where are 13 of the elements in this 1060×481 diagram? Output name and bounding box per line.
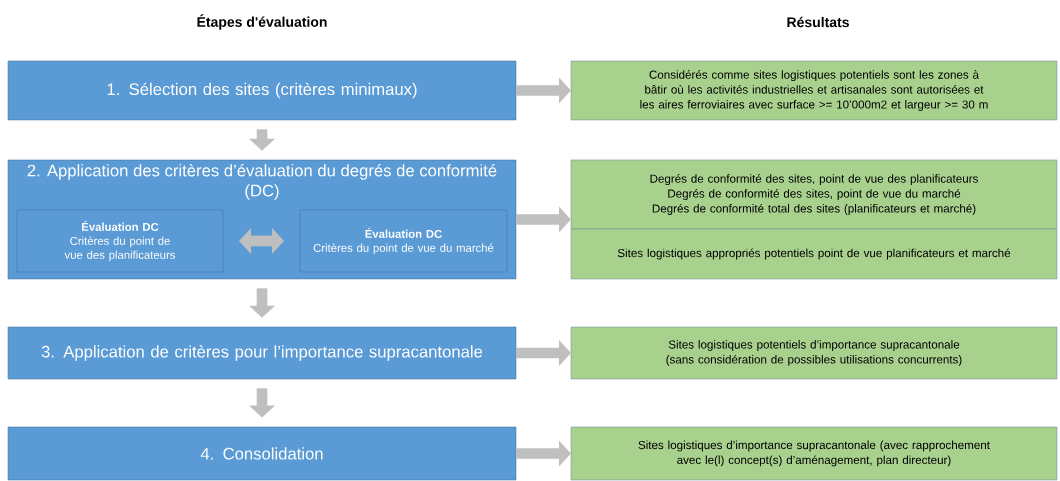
result-box: Degrés de conformité des sites, point de vue des planificateurs Degrés de conformité des sites, point de vue du marché Degrés de conformité total des sites (planificateurs et marché) (570, 159, 1058, 230)
column-heading: Résultats (787, 16, 849, 28)
block-arrow (239, 227, 284, 254)
column-heading: Étapes d'évaluation (197, 14, 327, 30)
step-box: 3. Application de critères pour l’importance supracantonale (7, 326, 517, 380)
sub-box: Évaluation DC Critères du point de vue des planificateurs (16, 209, 224, 273)
result-box: Sites logistiques d’importance supracantonale (avec rapprochement avec le(l) concept(s) d’aménagement, plan directeur) (570, 426, 1058, 481)
result-box: Considérés comme sites logistiques potentiels sont les zones à bâtir où les activités industrielles et artisanales sont autorisées et les aires ferroviaires avec surface >= 10’000m2 et largeur >= 30 m (570, 60, 1058, 121)
sub-box: Évaluation DC Critères du point de vue du marché (299, 209, 508, 273)
result-box: Sites logistiques appropriés potentiels point de vue planificateurs et marché (570, 228, 1058, 280)
step-box: 1. Sélection des sites (critères minimaux) (7, 60, 517, 121)
result-box: Sites logistiques potentiels d’importance supracantonale (sans considération de possibles utilisations concurrents) (570, 326, 1058, 380)
step-box: 4. Consolidation (7, 426, 517, 481)
